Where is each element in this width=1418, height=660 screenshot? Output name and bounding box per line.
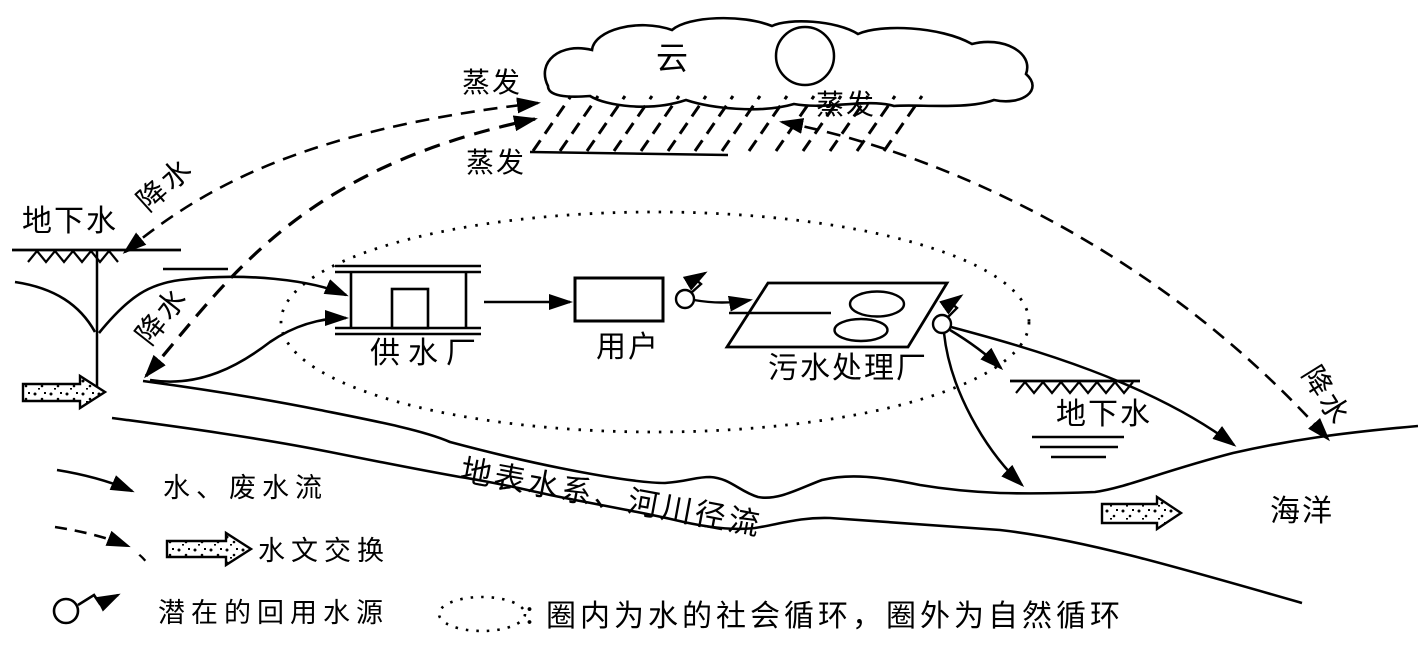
evaporation-label-left-top: 蒸发 <box>462 66 522 99</box>
reuse-source-icon-sewage <box>931 294 964 335</box>
rain-base-line <box>529 150 729 157</box>
groundwater-to-plant-arrow <box>97 275 349 334</box>
users-label: 用户 <box>596 330 660 365</box>
legend-reuse-icon <box>52 593 121 625</box>
river-upper-bank <box>142 379 1418 500</box>
precipitation-label-right: 降水 <box>1295 360 1358 432</box>
legend-exchange-dashed-arrow <box>54 525 131 548</box>
cloud-icon <box>543 16 1034 111</box>
legend-flow-label: 水、废水流 <box>163 473 328 504</box>
ocean-label: 海洋 <box>1270 494 1334 529</box>
river-label: 地表水系、河川径流 <box>458 452 765 543</box>
groundwater-left-label: 地下水 <box>22 204 118 239</box>
ground-hatch-left <box>27 249 119 264</box>
exchange-curve-ocean-cloud <box>779 118 1330 442</box>
river-lower-bank <box>111 416 1303 605</box>
water-table-icon <box>1032 435 1124 459</box>
legend-cycle-ellipse <box>437 595 527 633</box>
users-box <box>573 276 665 323</box>
drawdown-cone-left <box>14 280 97 333</box>
users-to-sewage-arrow <box>693 295 753 312</box>
hydro-exchange-arrow-right <box>1100 494 1184 532</box>
hydro-exchange-arrow-left <box>21 373 108 411</box>
sewage-to-groundwater-arrow <box>949 328 1004 371</box>
legend-cycle-note: 圈内为水的社会循环，圈外为自然循环 <box>546 599 1124 634</box>
evaporation-label-left-bottom: 蒸发 <box>466 146 526 179</box>
legend-stippled-arrow <box>165 530 254 568</box>
evaporation-label-right: 蒸发 <box>816 88 876 121</box>
legend-cycle-colon: ： <box>523 601 549 631</box>
reuse-source-icon-users <box>674 271 708 310</box>
supply-plant-icon <box>335 264 481 336</box>
precipitation-label-left-top: 降水 <box>130 150 200 218</box>
cloud-label: 云 <box>656 39 688 77</box>
sewage-to-river-arrow <box>942 332 1025 488</box>
legend-exchange-separator: 、 <box>137 536 170 567</box>
sun-icon <box>774 25 836 87</box>
precipitation-label-left-bottom: 降水 <box>129 280 195 351</box>
sewage-plant-icon <box>724 281 950 349</box>
legend-exchange-label: 水文交换 <box>258 536 390 567</box>
supply-plant-label: 供水厂 <box>370 336 484 371</box>
social-cycle-ellipse <box>279 210 1031 434</box>
ground-hatch-right <box>1015 380 1134 395</box>
legend-reuse-label: 潜在的回用水源 <box>158 598 389 629</box>
sewage-plant-label: 污水处理厂 <box>768 351 928 386</box>
groundwater-right-label: 地下水 <box>1056 397 1152 432</box>
exchange-curve-river-cloud <box>144 115 538 379</box>
river-to-plant-arrow <box>149 310 349 383</box>
sewage-to-sea-arrow <box>950 325 1237 447</box>
legend-flow-arrow <box>56 468 135 493</box>
